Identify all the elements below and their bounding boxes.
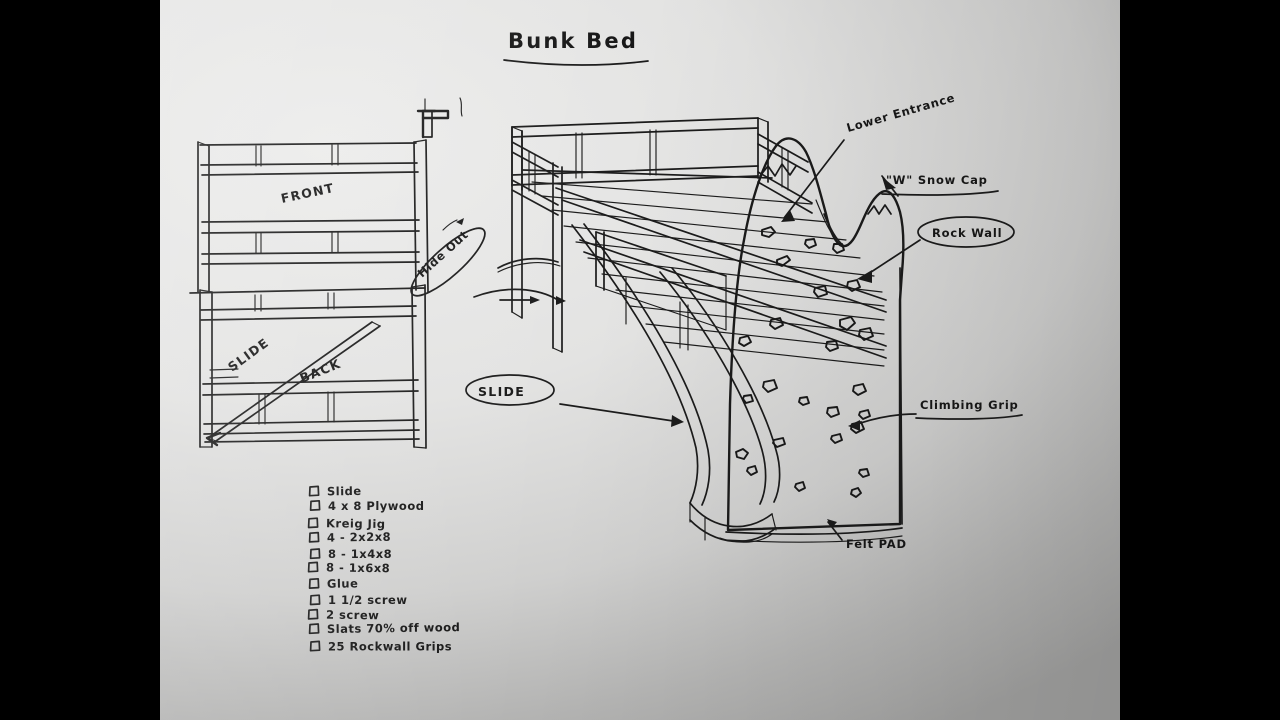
climbing-grip-target <box>839 316 856 331</box>
climbing-grips-group <box>735 226 874 498</box>
checklist-checkbox[interactable] <box>309 594 321 606</box>
checklist-checkbox[interactable] <box>308 485 320 497</box>
checklist-checkbox[interactable] <box>308 577 320 589</box>
checklist-row[interactable] <box>305 606 515 621</box>
checklist-row[interactable] <box>306 483 516 498</box>
front-view-label: FRONT <box>280 180 336 206</box>
checklist-item-label: Glue <box>327 576 359 590</box>
climbing-grip-label: Climbing Grip <box>920 398 1019 412</box>
checklist-item-label: 4 - 2x2x8 <box>327 530 391 545</box>
slide-structure <box>571 223 781 543</box>
isometric-loft-bed <box>497 117 887 367</box>
checklist-checkbox[interactable] <box>309 499 321 511</box>
letterbox-bar-right <box>1120 0 1280 720</box>
checklist-row[interactable] <box>305 559 515 574</box>
checklist-item-label: Slats 70% off wood <box>327 620 461 636</box>
checklist-row[interactable] <box>307 497 517 512</box>
checklist-item-label: 1 1/2 screw <box>328 593 407 607</box>
checklist-checkbox[interactable] <box>308 623 320 635</box>
checklist-item-label: 4 x 8 Plywood <box>328 499 424 513</box>
slide-rail-label: SLIDE <box>225 335 272 375</box>
rock-wall-label: Rock Wall <box>932 226 1002 240</box>
callout-climbing-grip: Climbing Grip <box>848 398 1023 431</box>
page-title: Bunk Bed <box>503 29 649 66</box>
slide-callout-oval <box>465 374 555 406</box>
front-elevation-drawing: FRONT <box>197 139 429 293</box>
checklist-row[interactable] <box>306 529 516 544</box>
checklist-row[interactable] <box>307 592 517 607</box>
hide-out-label: Hide Out <box>415 227 472 280</box>
rock-wall-oval <box>917 216 1015 248</box>
callout-felt-pad: Felt PAD <box>827 519 907 551</box>
checklist-checkbox[interactable] <box>309 640 321 652</box>
back-elevation-drawing: SLIDE BACK <box>189 284 427 449</box>
checklist-item-label: Slide <box>327 484 362 498</box>
lower-entrance-label: Lower Entrance <box>845 90 957 134</box>
checklist-checkbox[interactable] <box>308 531 320 543</box>
checklist-checkbox[interactable] <box>307 561 319 573</box>
page-title-text: Bunk Bed <box>508 29 638 53</box>
snow-cap-underline <box>881 190 999 196</box>
checklist-item-label: Kreig Jig <box>326 516 386 531</box>
checklist-checkbox[interactable] <box>309 548 321 560</box>
hardware-bracket-detail <box>416 97 463 139</box>
snow-cap-label: "W" Snow Cap <box>886 173 988 187</box>
bunk-bed-sketch: Bunk Bed <box>189 29 1023 653</box>
checklist-item-label: 2 screw <box>326 608 379 623</box>
callout-slide: SLIDE <box>465 374 684 427</box>
hide-out-oval <box>410 227 486 297</box>
checklist-item-label: 25 Rockwall Grips <box>328 639 452 653</box>
callout-rock-wall: Rock Wall <box>857 216 1015 283</box>
checklist-item-label: 8 - 1x4x8 <box>328 547 392 561</box>
checklist-row[interactable] <box>306 621 516 636</box>
callout-snow-cap: "W" Snow Cap <box>881 173 999 197</box>
checklist-row[interactable] <box>307 546 517 561</box>
letterbox-bar-left <box>0 0 160 720</box>
climbing-grip-underline <box>915 414 1023 420</box>
checklist-item-label: 8 - 1x6x8 <box>326 560 390 575</box>
slide-callout-label: SLIDE <box>478 384 525 399</box>
materials-checklist: Slide4 x 8 PlywoodKreig Jig4 - 2x2x8 8 - … <box>305 483 517 653</box>
checklist-row[interactable] <box>305 515 515 530</box>
checklist-row[interactable] <box>307 638 517 653</box>
sketch-paper: Bunk Bed <box>160 0 1120 720</box>
checklist-row[interactable] <box>306 575 516 590</box>
rock-wall-structure <box>725 137 905 543</box>
checklist-checkbox[interactable] <box>307 517 319 529</box>
page-title-underline <box>503 59 649 66</box>
checklist-checkbox[interactable] <box>307 608 319 620</box>
felt-pad-label: Felt PAD <box>846 537 907 551</box>
